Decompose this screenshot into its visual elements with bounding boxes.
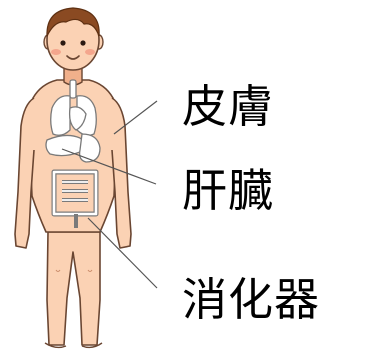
skin-label: 皮膚 — [182, 84, 274, 129]
digestive-organs-label: 消化器 — [182, 277, 320, 322]
torso — [30, 80, 116, 232]
right-eye — [80, 40, 85, 45]
right-cheek — [85, 49, 95, 55]
liver — [46, 135, 84, 155]
trachea — [70, 80, 76, 98]
legs — [45, 232, 102, 347]
left-eye — [60, 40, 65, 45]
liver-label: 肝臓 — [182, 168, 274, 213]
left-cheek — [51, 49, 61, 55]
head — [44, 8, 103, 70]
